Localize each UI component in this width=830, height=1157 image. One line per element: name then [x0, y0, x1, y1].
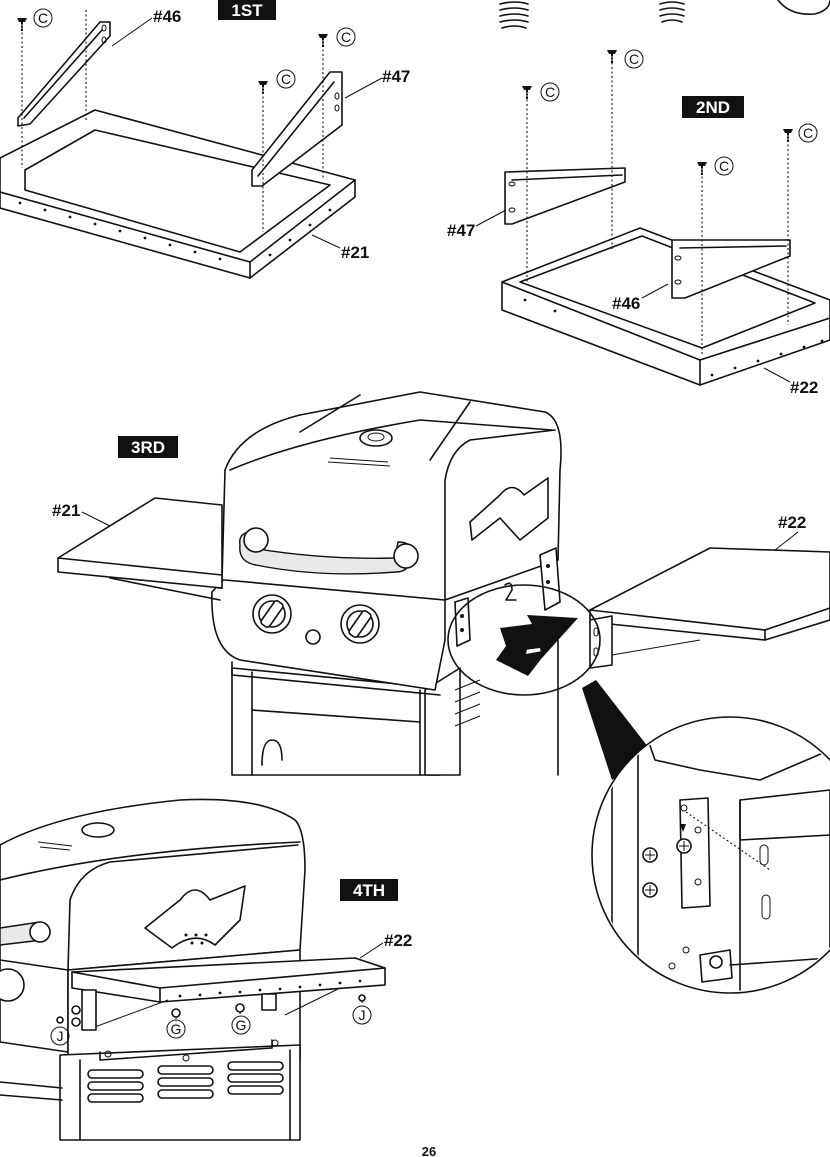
side-shelf-22-frame	[501, 227, 830, 386]
screw-c	[317, 33, 329, 48]
hardware-letter: C	[719, 158, 729, 174]
part-label: #46	[153, 7, 181, 26]
grill-firebox	[211, 577, 446, 696]
detail-zoom-circle	[447, 584, 601, 696]
step-label: 4TH	[353, 881, 385, 900]
step-badge	[340, 879, 398, 901]
step-badge	[682, 96, 744, 118]
hardware-letter: C	[629, 51, 639, 67]
part-label: #46	[612, 294, 640, 313]
side-shelf-21-installed	[57, 497, 223, 601]
control-knob	[252, 594, 292, 634]
part-label: #22	[790, 378, 818, 397]
bracket-47	[251, 71, 343, 187]
screw-c	[782, 128, 794, 143]
step-badge	[218, 0, 276, 20]
step-badge	[118, 436, 178, 458]
screw-c	[521, 85, 533, 100]
grill-cart-step4	[0, 1039, 301, 1141]
screw-c	[696, 161, 708, 176]
hardware-letter: C	[341, 29, 351, 45]
grill-lid	[221, 391, 562, 601]
detail-view	[591, 716, 830, 994]
part-label: #47	[447, 221, 475, 240]
step1-panel: C C C 1ST #46 #47 #21	[0, 0, 410, 279]
hardware-c-callout: C C C C	[540, 49, 818, 176]
shelf-holes	[18, 201, 332, 261]
part-label: #22	[778, 513, 806, 532]
bracket-46	[17, 21, 111, 127]
part-label: #47	[382, 67, 410, 86]
part-label: #22	[384, 931, 412, 950]
side-shelf-22-step4	[71, 957, 386, 1031]
hardware-c-callout: C C C	[33, 8, 356, 89]
hardware-letter: J	[359, 1007, 366, 1023]
part-label: #21	[341, 243, 369, 262]
control-knob	[340, 604, 380, 644]
hardware-letter: J	[57, 1028, 64, 1044]
hardware-letter: C	[38, 10, 48, 26]
side-bracket-mount	[144, 885, 246, 949]
page-number: 26	[422, 1144, 436, 1157]
side-bracket-mount	[469, 477, 549, 541]
hardware-letter: C	[281, 71, 291, 87]
step3-panel: 3RD	[52, 391, 830, 776]
side-shelf-22-installed	[589, 547, 830, 669]
springs-fragment	[499, 0, 830, 29]
screw-c	[606, 49, 618, 64]
screw-c	[16, 17, 28, 32]
step4-panel: 4TH	[0, 798, 412, 1141]
direction-arrow	[496, 644, 548, 676]
thermometer	[359, 429, 393, 447]
hardware-letter: G	[236, 1017, 247, 1033]
step4-hardware: J G G J	[50, 994, 372, 1046]
step-label: 2ND	[696, 98, 730, 117]
grill-lid-step4	[0, 798, 306, 981]
shelf-holes	[523, 298, 824, 377]
step-label: 3RD	[131, 438, 165, 457]
bracket-47-step2	[504, 167, 626, 225]
part-label: #21	[52, 501, 80, 520]
step2-panel: C C C C 2ND #47 #46 #22	[447, 49, 830, 397]
igniter-button	[305, 629, 321, 645]
step-label: 1ST	[231, 1, 263, 20]
screw-c	[257, 80, 269, 95]
side-shelf-21-frame	[0, 109, 356, 279]
thermometer	[81, 822, 115, 838]
hardware-letter: G	[171, 1021, 182, 1037]
hardware-letter: C	[545, 84, 555, 100]
hardware-letter: C	[803, 125, 813, 141]
mounting-bracket	[454, 547, 561, 647]
